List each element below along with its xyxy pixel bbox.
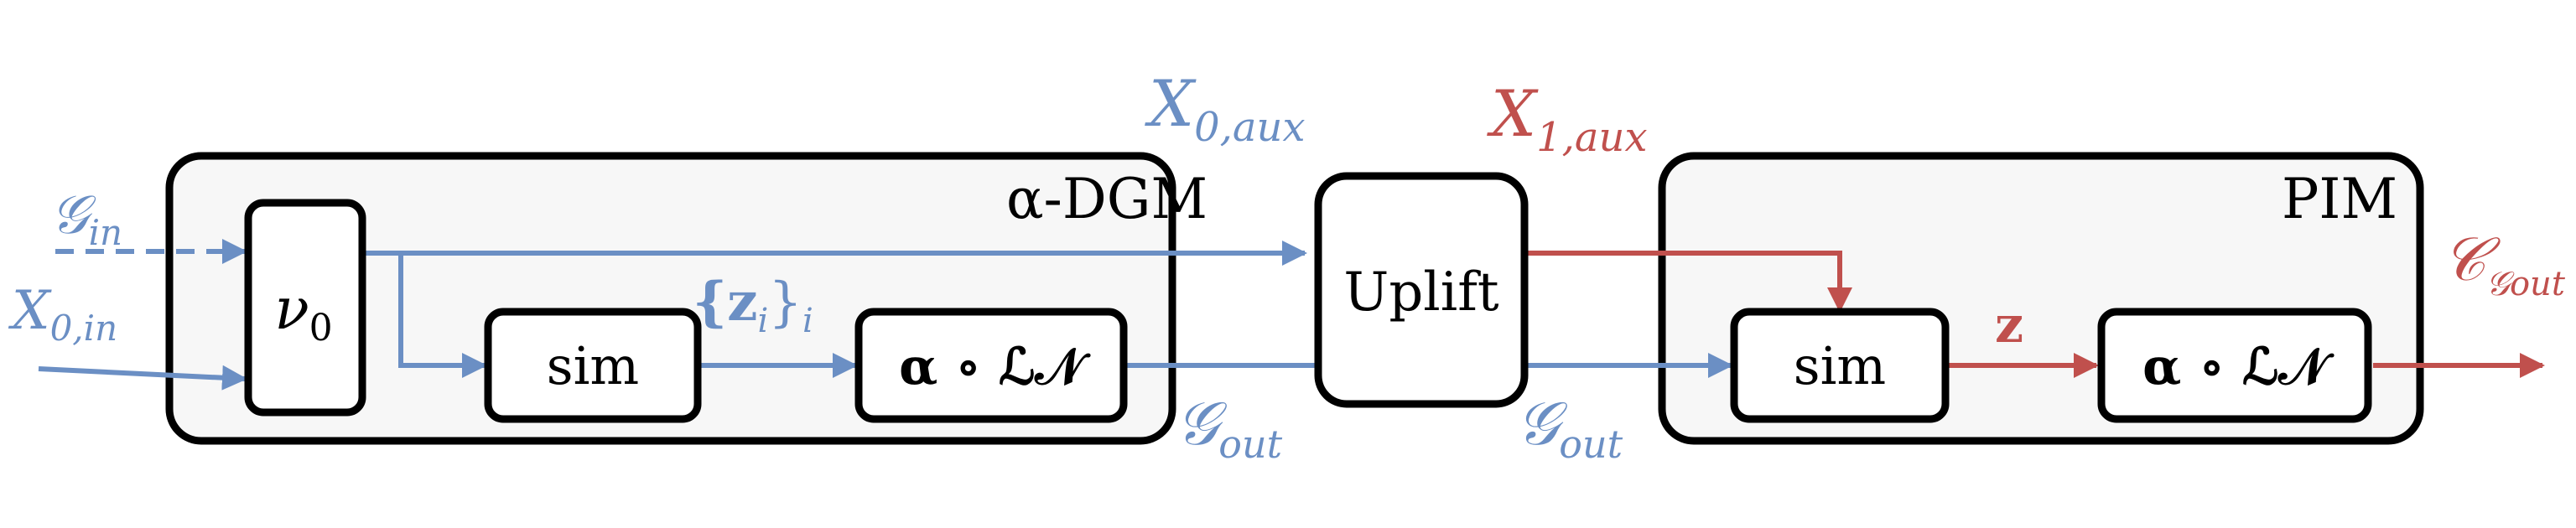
ln-block-right bbox=[2097, 308, 2372, 423]
x0-aux-symbol: X bbox=[1145, 66, 1197, 141]
zi-outer-subscript: i bbox=[802, 302, 813, 340]
x0-aux-subscript: 0,aux bbox=[1194, 104, 1305, 151]
g-out-left-subscript: out bbox=[1218, 422, 1282, 467]
sim-label-right: sim bbox=[1794, 335, 1886, 396]
nu0-symbol: ν bbox=[274, 277, 309, 343]
x1-aux-symbol: X bbox=[1487, 76, 1539, 151]
nu0-subscript: 0 bbox=[309, 307, 333, 349]
z-label: 𝐳 bbox=[1995, 296, 2023, 355]
zi-subscript: i bbox=[758, 302, 769, 340]
g-out-right-subscript: out bbox=[1559, 422, 1623, 467]
x1-aux-label: X1,aux bbox=[1487, 76, 1648, 161]
sim-block-right bbox=[1730, 308, 1950, 423]
pim-title: PIM bbox=[2282, 167, 2397, 231]
dgm-title: α-DGM bbox=[1006, 167, 1208, 231]
x0-in-subscript: 0,in bbox=[50, 308, 118, 349]
uplift-to-pim-sim-arrow bbox=[1524, 251, 1852, 313]
x0-aux-label: X0,aux bbox=[1145, 66, 1306, 151]
g-in-label: 𝒢in bbox=[50, 184, 122, 253]
x0-in-arrow bbox=[38, 365, 247, 391]
g-in-subscript: in bbox=[89, 212, 122, 253]
zi-set-label: {𝐳i}i bbox=[693, 271, 813, 340]
x1-aux-subscript: 1,aux bbox=[1536, 114, 1647, 161]
nu0-block bbox=[244, 199, 366, 417]
sim-block-left bbox=[484, 308, 702, 423]
zi-open: {𝐳 bbox=[693, 271, 758, 334]
ln-block-left bbox=[854, 308, 1128, 423]
x0-in-symbol: X bbox=[8, 280, 52, 342]
x0-in-label: X0,in bbox=[8, 280, 117, 349]
sim-label-left: sim bbox=[547, 335, 639, 396]
g-out-label-left: 𝒢out bbox=[1176, 388, 1283, 467]
c-gout-subscript: 𝒢out bbox=[2486, 265, 2566, 303]
uplift-block bbox=[1314, 172, 1529, 408]
c-gout-label: 𝒞𝒢out bbox=[2442, 224, 2566, 303]
ln-label-right: α ∘ ℒ𝒩 bbox=[2142, 338, 2334, 396]
zi-close: } bbox=[768, 272, 802, 334]
nu0-to-sim-arrow bbox=[398, 253, 487, 378]
uplift-label: Uplift bbox=[1343, 261, 1499, 324]
g-out-label-right: 𝒢out bbox=[1516, 388, 1623, 467]
ln-label-left: α ∘ ℒ𝒩 bbox=[899, 338, 1091, 396]
nu0-label: ν0 bbox=[274, 277, 332, 349]
